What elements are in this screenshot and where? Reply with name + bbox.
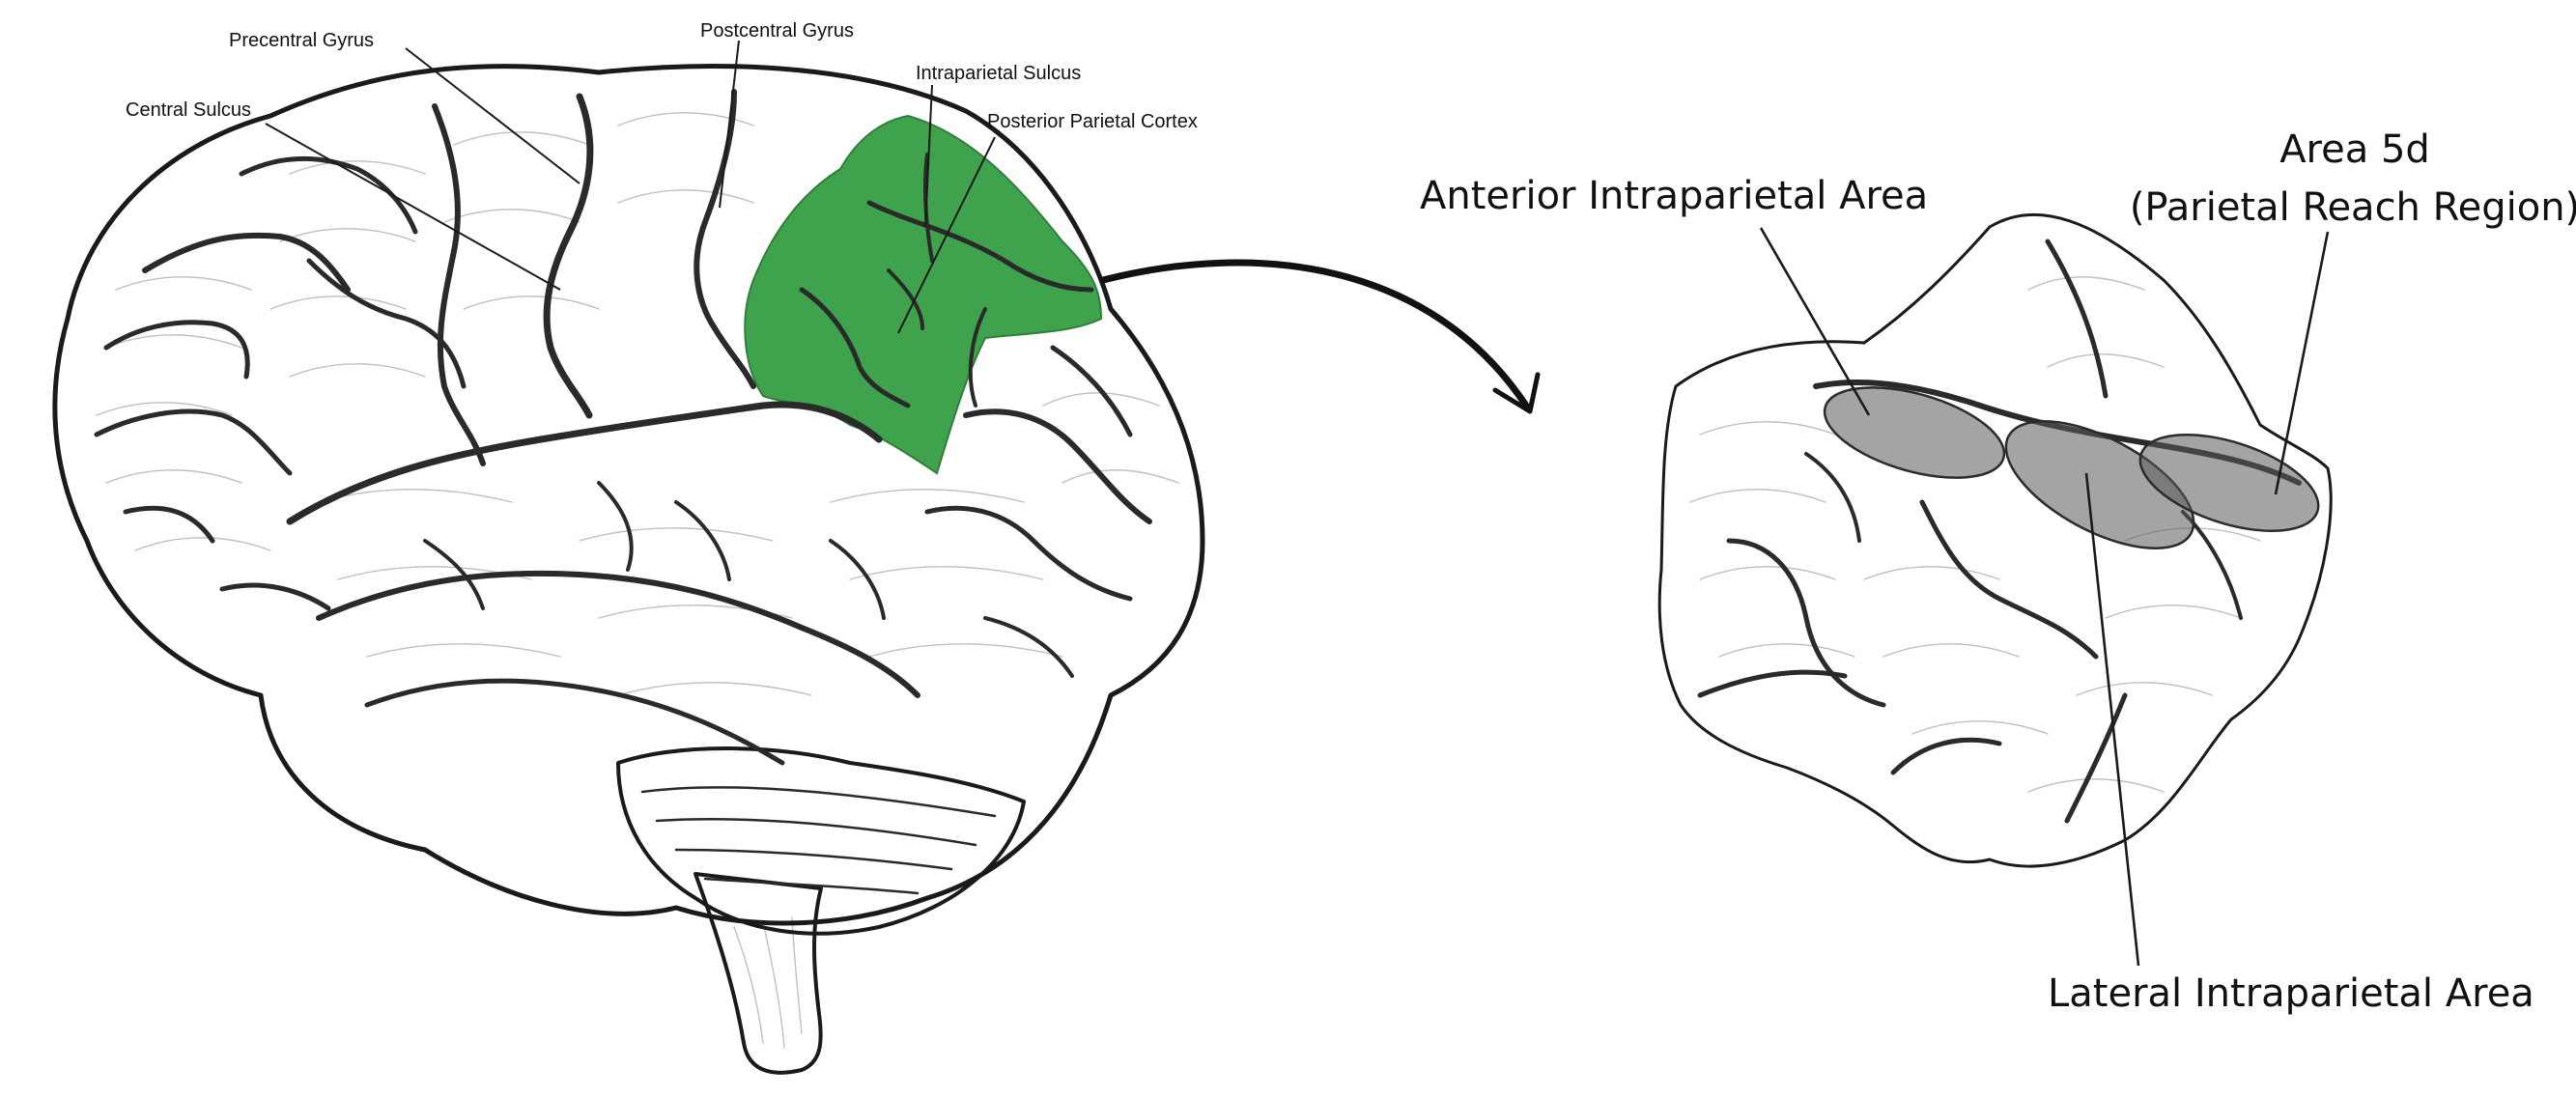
anterior-intraparietal-area-leader <box>1759 227 1871 416</box>
label-postcentral-gyrus: Postcentral Gyrus <box>700 20 854 42</box>
cortex-sulci <box>94 89 1152 766</box>
cerebrum <box>52 64 1205 926</box>
label-anterior-intraparietal-area: Anterior Intraparietal Area <box>1420 174 1928 218</box>
lateral-intraparietal-area-region <box>2004 420 2195 549</box>
cerebellum <box>616 746 1026 936</box>
lobe-sulci <box>1697 239 2302 824</box>
brainstem-shading <box>733 916 803 1049</box>
label-intraparietal-sulcus: Intraparietal Sulcus <box>916 63 1081 84</box>
posterior-parietal-cortex-leader <box>897 136 996 334</box>
parietal-lobe-outline <box>1657 212 2333 868</box>
area-5d-region <box>2138 433 2320 533</box>
lobe-shading <box>1689 276 2261 793</box>
label-parietal-reach-region: (Parietal Reach Region) <box>2130 185 2576 230</box>
posterior-parietal-cortex-region <box>744 114 1103 475</box>
label-lateral-intraparietal-area: Lateral Intraparietal Area <box>2048 971 2534 1016</box>
anterior-intraparietal-area-region <box>1823 386 2006 479</box>
label-area-5d: Area 5d <box>2279 127 2430 172</box>
cerebellum-folia <box>640 786 997 895</box>
brain-illustration: Precentral Gyrus Postcentral Gyrus Centr… <box>52 20 1205 1075</box>
area-5d-leader <box>2274 231 2330 495</box>
curved-arrow-icon <box>1099 259 1541 414</box>
parietal-lobe-detail: Anterior Intraparietal Area Area 5d (Par… <box>1420 127 2576 1016</box>
label-central-sulcus: Central Sulcus <box>126 99 251 121</box>
intraparietal-sulcus-leader <box>924 84 933 228</box>
postcentral-gyrus-leader <box>719 40 740 209</box>
central-sulcus-leader <box>265 123 561 291</box>
label-posterior-parietal-cortex: Posterior Parietal Cortex <box>987 111 1198 132</box>
label-precentral-gyrus: Precentral Gyrus <box>229 30 374 51</box>
lateral-intraparietal-area-leader <box>2084 472 2140 967</box>
brainstem <box>694 872 823 1075</box>
precentral-gyrus-leader <box>405 47 580 184</box>
